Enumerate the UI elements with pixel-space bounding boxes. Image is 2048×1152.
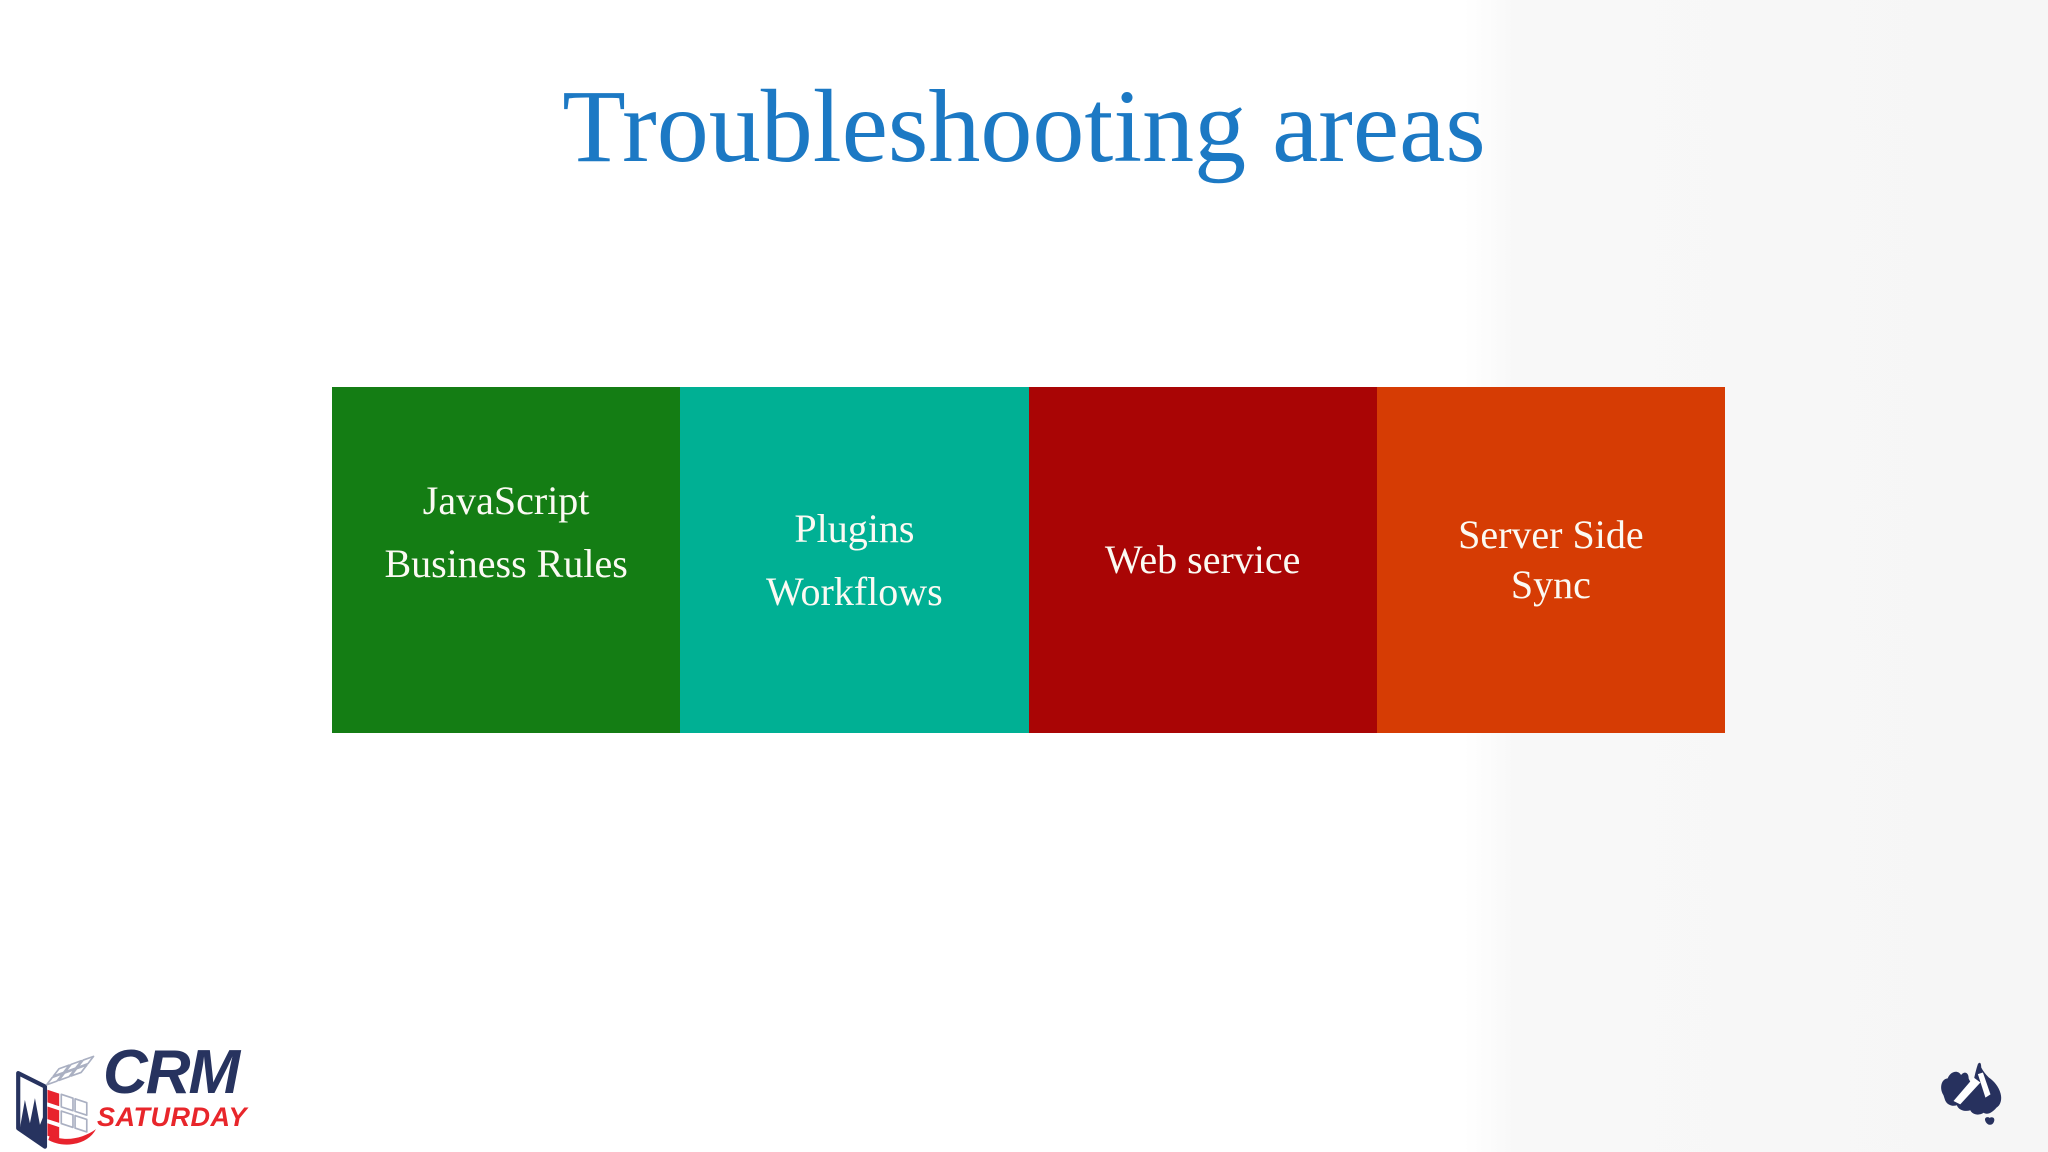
area-label: JavaScript	[422, 477, 590, 523]
area-label: Business Rules	[384, 540, 628, 586]
area-box-text: Plugins Workflows	[766, 504, 943, 617]
crm-saturday-logo: CRM SATURDAY	[13, 1042, 253, 1152]
area-box-web-service: Web service	[1028, 387, 1377, 733]
area-box-javascript-business-rules: JavaScript Business Rules	[332, 387, 681, 733]
troubleshooting-areas-row: JavaScript Business Rules Plugins Workfl…	[332, 387, 1725, 733]
area-box-plugins-workflows: Plugins Workflows	[680, 387, 1029, 733]
area-label: Server Side Sync	[1458, 512, 1644, 607]
area-label: Web service	[1104, 537, 1301, 582]
crm-logo-subtitle: SATURDAY	[97, 1102, 247, 1132]
crm-logo-title: CRM	[103, 1038, 240, 1107]
rubiks-cube-icon	[16, 1055, 96, 1149]
area-label: Workflows	[765, 568, 943, 614]
area-label: Plugins	[794, 505, 915, 551]
australia-map-icon	[1941, 1062, 2002, 1125]
area-box-text: Server Side Sync	[1426, 510, 1676, 610]
area-box-text: JavaScript Business Rules	[384, 476, 627, 589]
slide-title: Troubleshooting areas	[562, 69, 1486, 184]
area-box-text: Web service	[1105, 535, 1301, 585]
area-box-server-side-sync: Server Side Sync	[1376, 387, 1725, 733]
